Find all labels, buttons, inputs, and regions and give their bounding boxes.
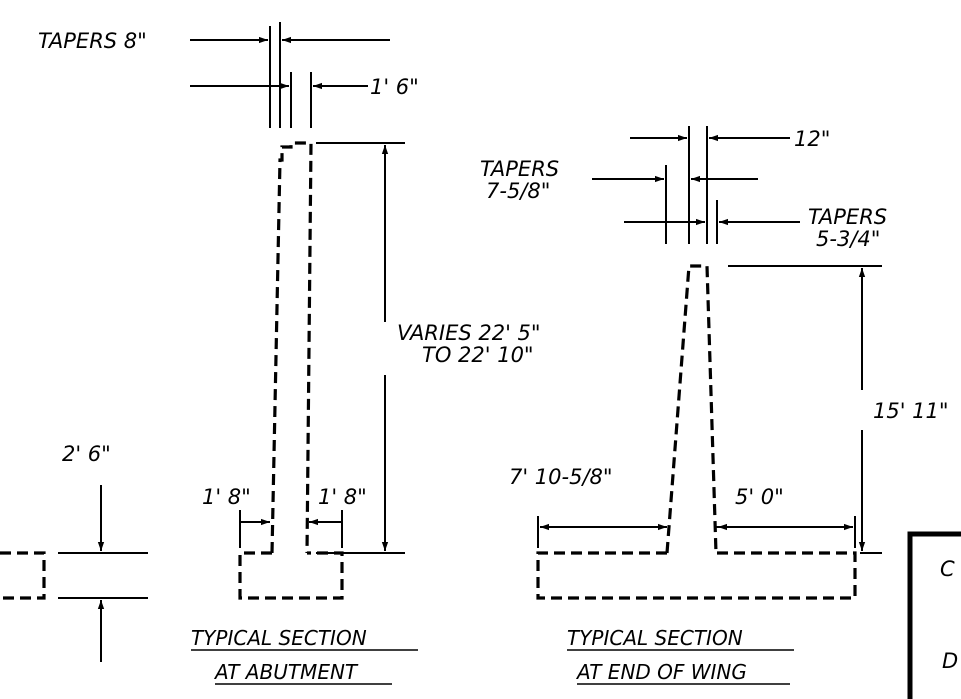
abutment-width-label: 1' 6" xyxy=(370,75,419,99)
wing-tapers-left-label-2: 7-5/8" xyxy=(486,179,550,203)
abutment-footing-outline xyxy=(238,551,344,600)
wing-section: 12" TAPERS 7-5/8" TAPERS 5-3/4" 15' 11" … xyxy=(480,126,949,685)
abutment-height-label-1: VARIES 22' 5" xyxy=(397,321,541,345)
wing-right-toe-label: 5' 0" xyxy=(735,485,784,509)
title-block-line-2: D xyxy=(942,649,958,673)
wing-title-2: AT END OF WING xyxy=(575,660,747,684)
footing-thickness-label: 2' 6" xyxy=(62,442,111,466)
wing-stem-outline xyxy=(665,264,718,554)
abutment-title-1: TYPICAL SECTION xyxy=(191,626,367,650)
abutment-height-label-2: TO 22' 10" xyxy=(422,343,534,367)
abutment-left-toe-label: 1' 8" xyxy=(202,485,251,509)
wing-footing-outline xyxy=(536,551,857,600)
abutment-section: TAPERS 8" 1' 6" VARIES 22' 5" TO 22' 10"… xyxy=(38,22,541,685)
title-block-border xyxy=(907,531,961,699)
wing-tapers-right-label-2: 5-3/4" xyxy=(816,227,880,251)
abutment-stem-outline xyxy=(270,141,313,554)
footing-detail: 2' 6" xyxy=(0,442,148,662)
wing-left-toe-label: 7' 10-5/8" xyxy=(509,465,613,489)
footing-outline xyxy=(0,551,46,600)
wing-height-label: 15' 11" xyxy=(873,399,949,423)
wing-tapers-right-label-1: TAPERS xyxy=(808,205,887,229)
title-block: C D xyxy=(907,531,961,699)
wing-title-1: TYPICAL SECTION xyxy=(567,626,743,650)
abutment-tapers-label: TAPERS 8" xyxy=(38,29,147,53)
abutment-title-2: AT ABUTMENT xyxy=(213,660,359,684)
title-block-line-1: C xyxy=(940,557,955,581)
wing-tapers-left-label-1: TAPERS xyxy=(480,157,559,181)
abutment-right-toe-label: 1' 8" xyxy=(318,485,367,509)
wing-top-width-label: 12" xyxy=(794,127,830,151)
